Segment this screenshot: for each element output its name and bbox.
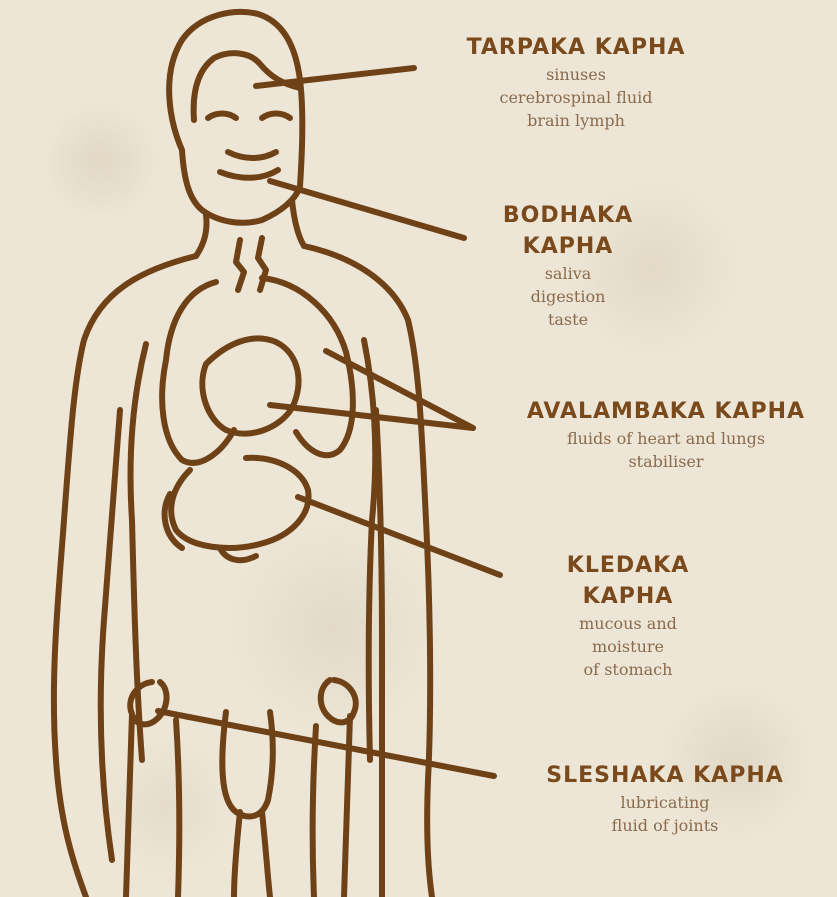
- label-bodhaka-title-line: BODHAKA: [466, 200, 670, 231]
- label-bodhaka-line: saliva: [466, 262, 670, 285]
- eye-left: [208, 114, 236, 119]
- inner-leg: [234, 812, 270, 897]
- right-side: [364, 340, 375, 760]
- neck-right: [292, 200, 304, 246]
- label-kledaka-title-line: KLEDAKA: [526, 550, 730, 581]
- heart: [202, 338, 298, 433]
- stomach: [171, 458, 308, 548]
- leader-sleshaka: [158, 711, 494, 776]
- left-leg: [126, 714, 179, 897]
- left-arm-inner: [101, 410, 120, 860]
- left-lung: [162, 282, 234, 463]
- label-bodhaka-line: digestion: [466, 285, 670, 308]
- label-avalambaka: AVALAMBAKA KAPHA fluids of heart and lun…: [496, 396, 836, 473]
- label-tarpaka-line: sinuses: [434, 63, 718, 86]
- label-tarpaka-line: cerebrospinal fluid: [434, 86, 718, 109]
- label-sleshaka: SLESHAKA KAPHA lubricating fluid of join…: [520, 760, 810, 837]
- mouth: [228, 152, 276, 158]
- label-avalambaka-title: AVALAMBAKA KAPHA: [496, 396, 836, 427]
- label-tarpaka-title: TARPAKA KAPHA: [434, 32, 718, 63]
- neck-left: [196, 214, 207, 256]
- label-sleshaka-title: SLESHAKA KAPHA: [520, 760, 810, 791]
- label-kledaka-title-line: KAPHA: [526, 581, 730, 612]
- right-lung: [262, 278, 353, 455]
- chin: [220, 170, 278, 178]
- eye-right: [262, 114, 290, 119]
- label-avalambaka-line: stabiliser: [496, 450, 836, 473]
- label-kledaka-line: mucous and: [526, 612, 730, 635]
- label-kledaka-line: moisture: [526, 635, 730, 658]
- label-bodhaka: BODHAKA KAPHA saliva digestion taste: [466, 200, 670, 331]
- trachea: [236, 238, 266, 290]
- label-bodhaka-title-line: KAPHA: [466, 231, 670, 262]
- hair-line: [194, 53, 300, 120]
- label-avalambaka-line: fluids of heart and lungs: [496, 427, 836, 450]
- label-kledaka-line: of stomach: [526, 658, 730, 681]
- label-bodhaka-line: taste: [466, 308, 670, 331]
- label-kledaka: KLEDAKA KAPHA mucous and moisture of sto…: [526, 550, 730, 681]
- label-tarpaka-line: brain lymph: [434, 109, 718, 132]
- left-arm-outline: [54, 256, 196, 897]
- label-sleshaka-line: lubricating: [520, 791, 810, 814]
- leader-kledaka: [298, 497, 500, 575]
- label-tarpaka: TARPAKA KAPHA sinuses cerebrospinal flui…: [434, 32, 718, 132]
- label-sleshaka-line: fluid of joints: [520, 814, 810, 837]
